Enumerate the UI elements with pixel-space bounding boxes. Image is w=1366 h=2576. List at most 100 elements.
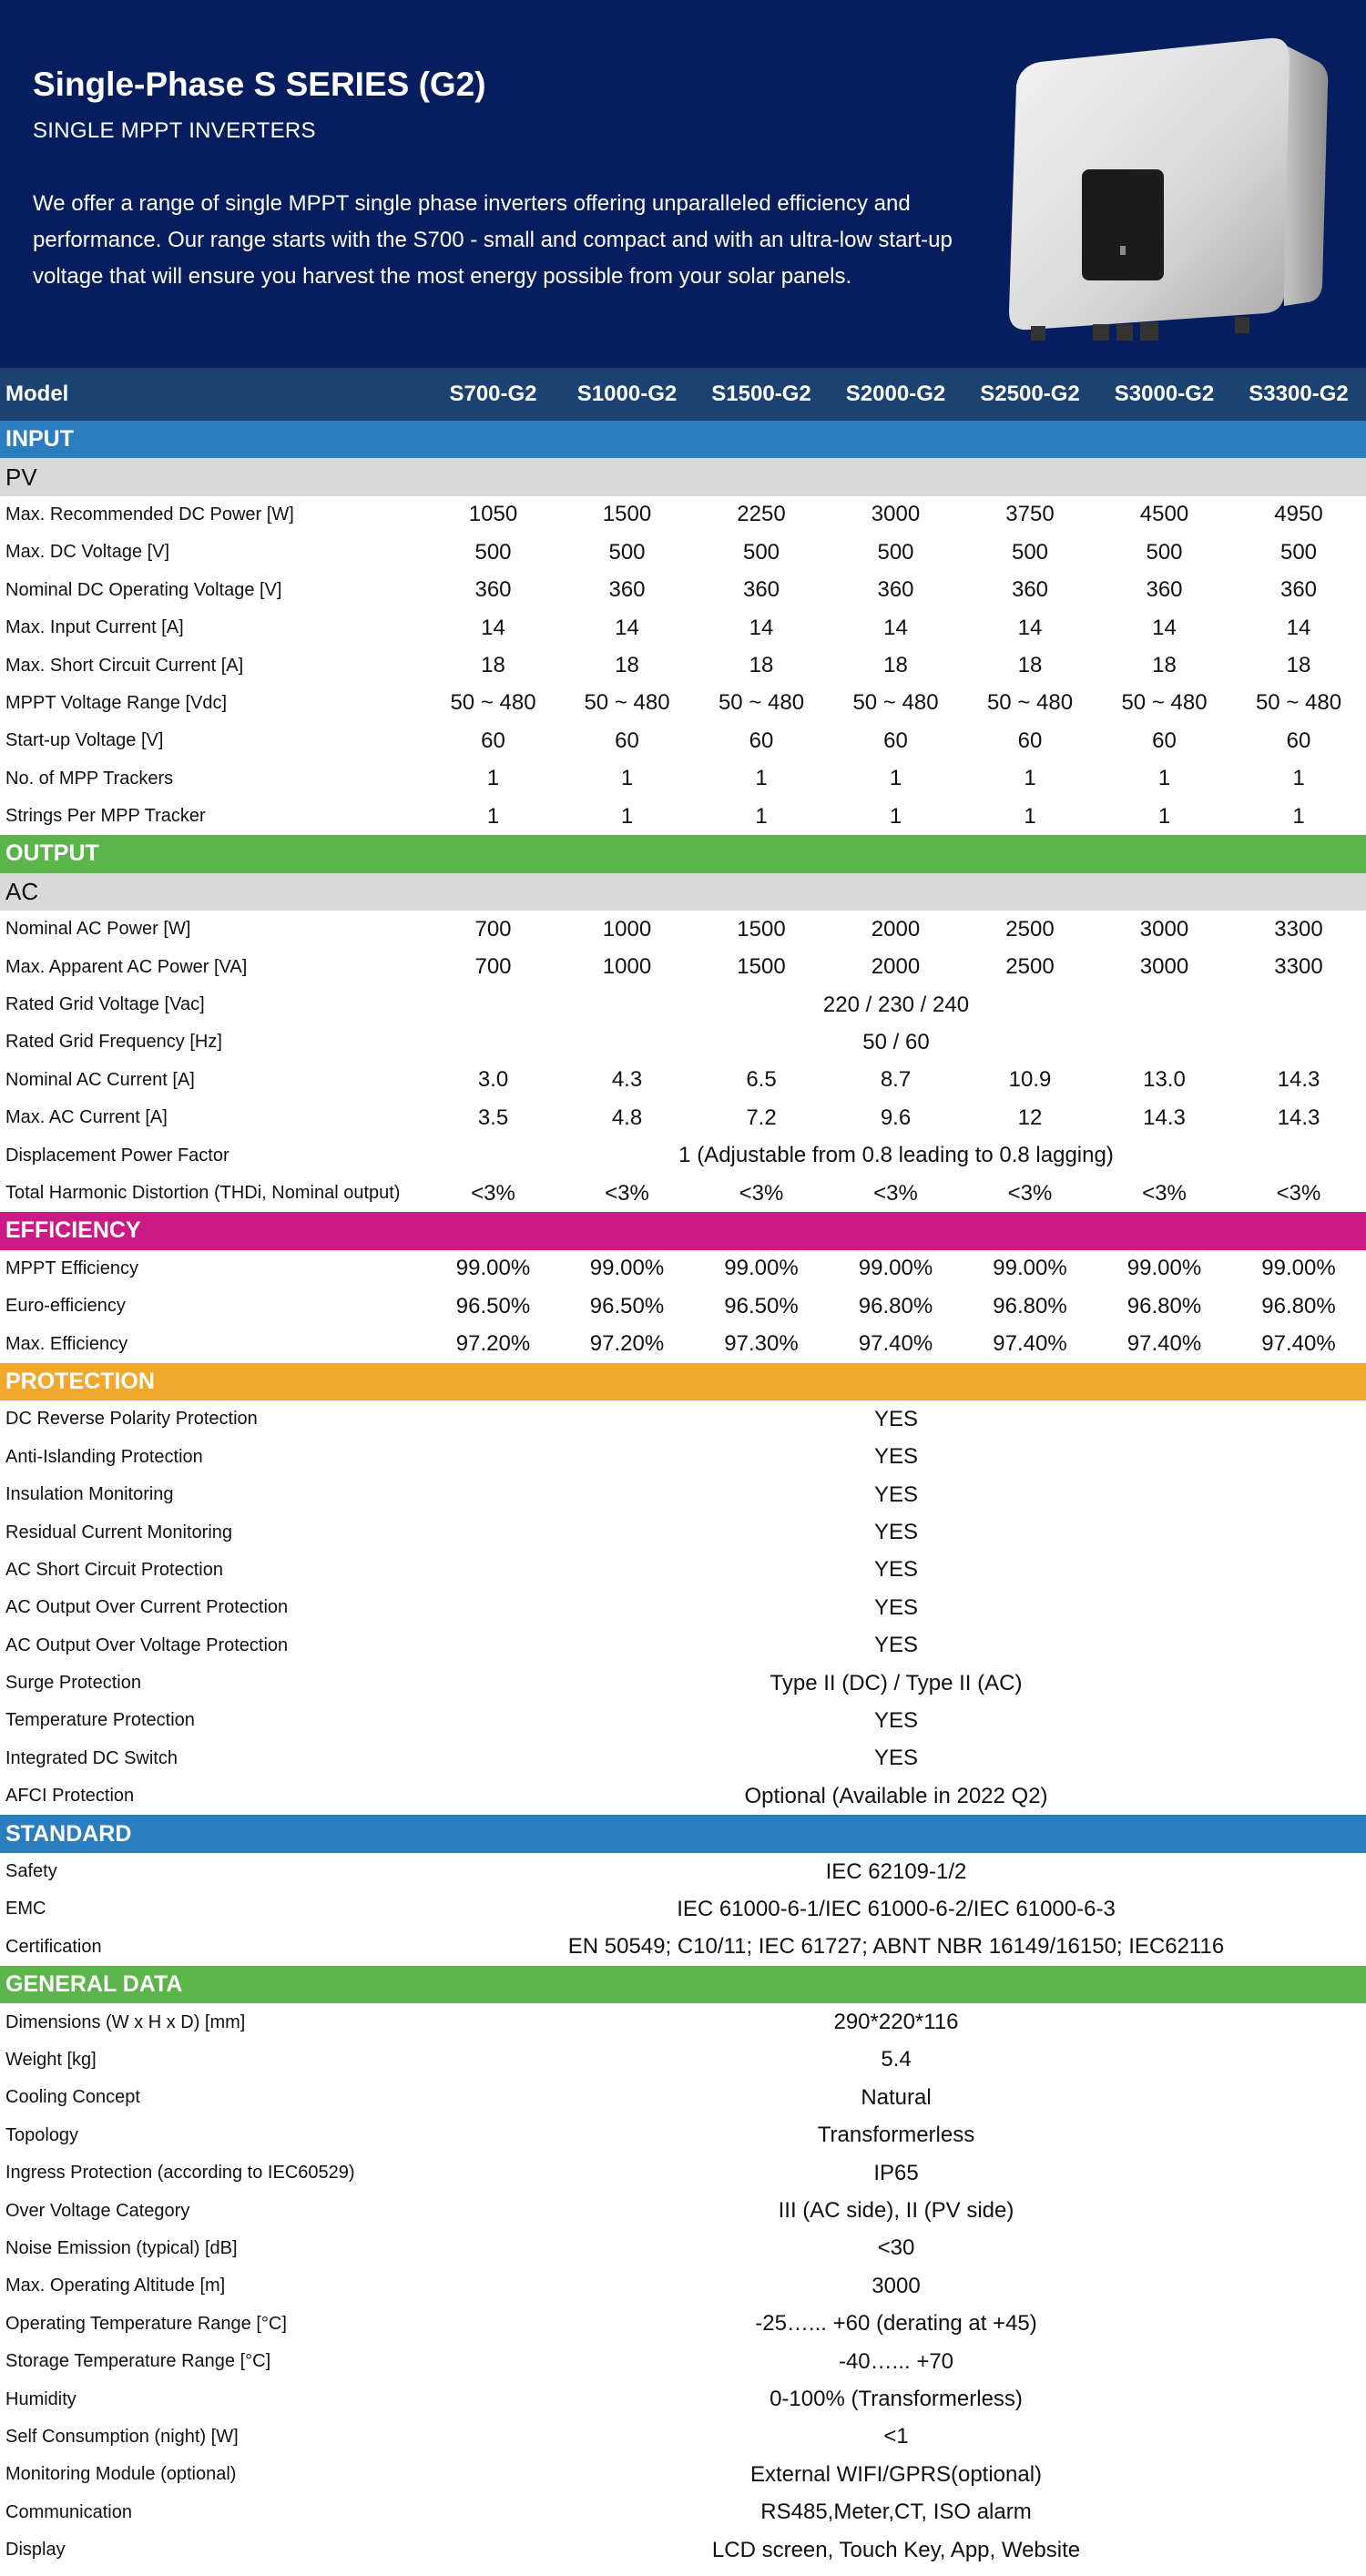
spec-value-all-models: YES [873,1520,919,1545]
spec-value: 1 [1292,803,1305,829]
spec-value: <3% [873,1180,918,1206]
page-subtitle: SINGLE MPPT INVERTERS [33,118,316,143]
spec-value: 96.50% [724,1293,799,1319]
spec-label: No. of MPP Trackers [5,768,174,789]
spec-value: 1 [1157,803,1171,829]
spec-value: 1 [755,803,768,829]
spec-value: 50 ~ 480 [450,690,536,716]
spec-row: Self Consumption (night) [W]<1 [0,2418,1366,2456]
spec-value: 18 [1152,653,1177,678]
spec-label: Surge Protection [5,1673,141,1694]
spec-row: Total Harmonic Distortion (THDi, Nominal… [0,1175,1366,1212]
spec-value: 60 [749,728,774,753]
spec-value-all-models: IP65 [873,2160,919,2185]
model-name: S2500-G2 [963,368,1097,421]
spec-label: EMC [5,1899,46,1919]
spec-value: 14.3 [1143,1105,1186,1130]
spec-value: 360 [608,577,646,603]
subsection-title: AC [0,872,1366,911]
spec-value: 4950 [1274,502,1323,527]
spec-value-all-models: Type II (DC) / Type II (AC) [770,1670,1023,1695]
subsection-title: PV [0,458,1366,496]
spec-value-all-models: IEC 62109-1/2 [825,1858,967,1884]
spec-value: 3.5 [477,1105,509,1130]
spec-value: 14.3 [1277,1067,1320,1093]
spec-label: Safety [5,1861,57,1882]
spec-value: 2000 [871,916,921,942]
spec-label: Total Harmonic Distortion (THDi, Nominal… [5,1183,401,1203]
spec-value-all-models: YES [873,1444,919,1470]
spec-value: 500 [1279,539,1318,565]
spec-value: 3300 [1274,916,1323,942]
spec-value: 1500 [737,916,786,942]
spec-label: DC Reverse Polarity Protection [5,1409,258,1430]
spec-value-all-models: III (AC side), II (PV side) [778,2198,1014,2224]
spec-value: 13.0 [1143,1067,1186,1093]
spec-label: Rated Grid Voltage [Vac] [5,994,205,1015]
spec-label: AC Short Circuit Protection [5,1559,223,1580]
spec-value: 360 [1279,577,1318,603]
spec-value: 60 [1017,728,1043,753]
spec-label: Ingress Protection (according to IEC6052… [5,2163,355,2184]
model-name: S2000-G2 [829,368,963,421]
spec-label: Temperature Protection [5,1710,195,1731]
spec-value: 10.9 [1008,1067,1052,1093]
spec-value: 1000 [602,954,652,980]
inverter-product-image [1009,37,1329,341]
spec-value-all-models: EN 50549; C10/11; IEC 61727; ABNT NBR 16… [567,1934,1225,1960]
spec-value: 1 [1024,803,1036,829]
spec-row: Anti-Islanding Protection YES [0,1439,1366,1476]
spec-row: Storage Temperature Range [°C]-40…... +7… [0,2343,1366,2380]
spec-value: 50 ~ 480 [1121,690,1208,716]
spec-value-all-models: 220 / 230 / 240 [822,992,970,1017]
spec-value: 18 [749,653,774,678]
spec-label: Max. DC Voltage [V] [5,542,170,563]
spec-value-all-models: YES [873,1481,919,1507]
page-title: Single-Phase S SERIES (G2) [33,66,486,103]
spec-value: 99.00% [589,1256,665,1281]
spec-value: 14 [749,615,774,640]
product-description: We offer a range of single MPPT single p… [33,191,953,289]
spec-value: 500 [1146,539,1183,565]
spec-value: 18 [883,653,908,678]
spec-label: MPPT Efficiency [5,1257,138,1278]
spec-value: 99.00% [993,1256,1067,1281]
spec-value: 99.00% [1126,1256,1202,1281]
spec-label: Over Voltage Category [5,2200,190,2221]
spec-value: 50 ~ 480 [1255,690,1342,716]
spec-value: 360 [742,577,780,603]
spec-value: 18 [481,653,505,678]
spec-value: 500 [877,539,914,565]
spec-row: Operating Temperature Range [°C]-25…... … [0,2306,1366,2343]
spec-value: 99.00% [724,1256,799,1281]
spec-label: Max. Input Current [A] [5,617,184,638]
spec-label: Nominal AC Current [A] [5,1069,195,1090]
spec-value: 1 [1024,766,1036,791]
spec-label: Nominal AC Power [W] [5,919,191,940]
subsection-header: AC [0,872,1366,911]
spec-label: Integrated DC Switch [5,1747,178,1768]
spec-value: <3% [605,1180,649,1206]
spec-row: Dimensions (W x H x D) [mm]290*220*116 [0,2003,1366,2041]
spec-label: Certification [5,1936,102,1957]
spec-value: 1 [889,803,902,829]
spec-value: 96.80% [993,1293,1067,1319]
model-label: Model [0,368,426,421]
spec-label: Anti-Islanding Protection [5,1446,203,1467]
spec-value-all-models: 1 (Adjustable from 0.8 leading to 0.8 la… [678,1143,1114,1168]
spec-value: 500 [742,539,780,565]
spec-value: 3000 [1139,916,1189,942]
spec-row: Temperature Protection YES [0,1702,1366,1739]
spec-value-all-models: YES [873,1707,919,1733]
